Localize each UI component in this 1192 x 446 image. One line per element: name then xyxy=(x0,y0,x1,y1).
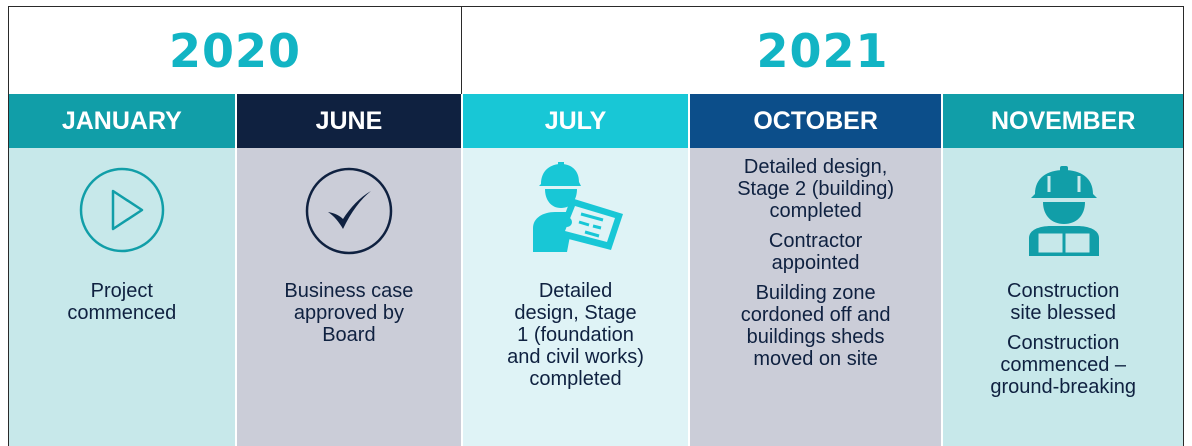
milestone-text: Business case approved by Board xyxy=(284,280,414,346)
column-july: JULY Detai xyxy=(461,94,688,446)
checkmark-circle-icon xyxy=(304,166,394,261)
milestone-text: Detailed design, Stage 2 (building) comp… xyxy=(737,156,894,222)
milestone-text: Building zone cordoned off and buildings… xyxy=(740,282,891,370)
year-2021-label: 2021 xyxy=(462,6,1183,94)
month-columns: JANUARY Project commenced JUNE Bu xyxy=(9,94,1183,446)
month-header-november: NOVEMBER xyxy=(943,94,1183,148)
year-2020-label: 2020 xyxy=(9,6,462,94)
milestone-text: Detailed design, Stage 1 (foundation and… xyxy=(507,280,644,390)
milestone-text: Project commenced xyxy=(67,280,177,324)
milestone-text: Construction site blessed xyxy=(1007,280,1120,324)
month-header-october: OCTOBER xyxy=(689,94,942,148)
column-january-text: Project commenced xyxy=(9,280,235,324)
column-october-text: Detailed design, Stage 2 (building) comp… xyxy=(690,156,942,370)
timeline: 2020 2021 JANUARY Project commenced JUNE xyxy=(8,6,1184,446)
column-july-text: Detailed design, Stage 1 (foundation and… xyxy=(463,280,688,390)
month-header-july: JULY xyxy=(463,94,688,148)
column-november: NOVEMBER Construction site bless xyxy=(941,94,1183,446)
column-november-text: Construction site blessed Construction c… xyxy=(943,280,1183,398)
column-january: JANUARY Project commenced xyxy=(9,94,235,446)
milestone-text: Construction commenced – ground-breaking xyxy=(990,332,1137,398)
engineer-with-plans-icon xyxy=(527,162,627,267)
milestone-text: Contractor appointed xyxy=(768,230,863,274)
month-header-june: JUNE xyxy=(236,94,462,148)
play-circle-icon xyxy=(78,166,166,259)
construction-worker-icon xyxy=(1019,164,1109,265)
month-header-january: JANUARY xyxy=(9,94,235,148)
column-october: OCTOBER Detailed design, Stage 2 (buildi… xyxy=(687,94,942,446)
year-header-row: 2020 2021 xyxy=(9,6,1183,94)
column-june-text: Business case approved by Board xyxy=(237,280,462,346)
column-june: JUNE Business case approved by Board xyxy=(234,94,462,446)
